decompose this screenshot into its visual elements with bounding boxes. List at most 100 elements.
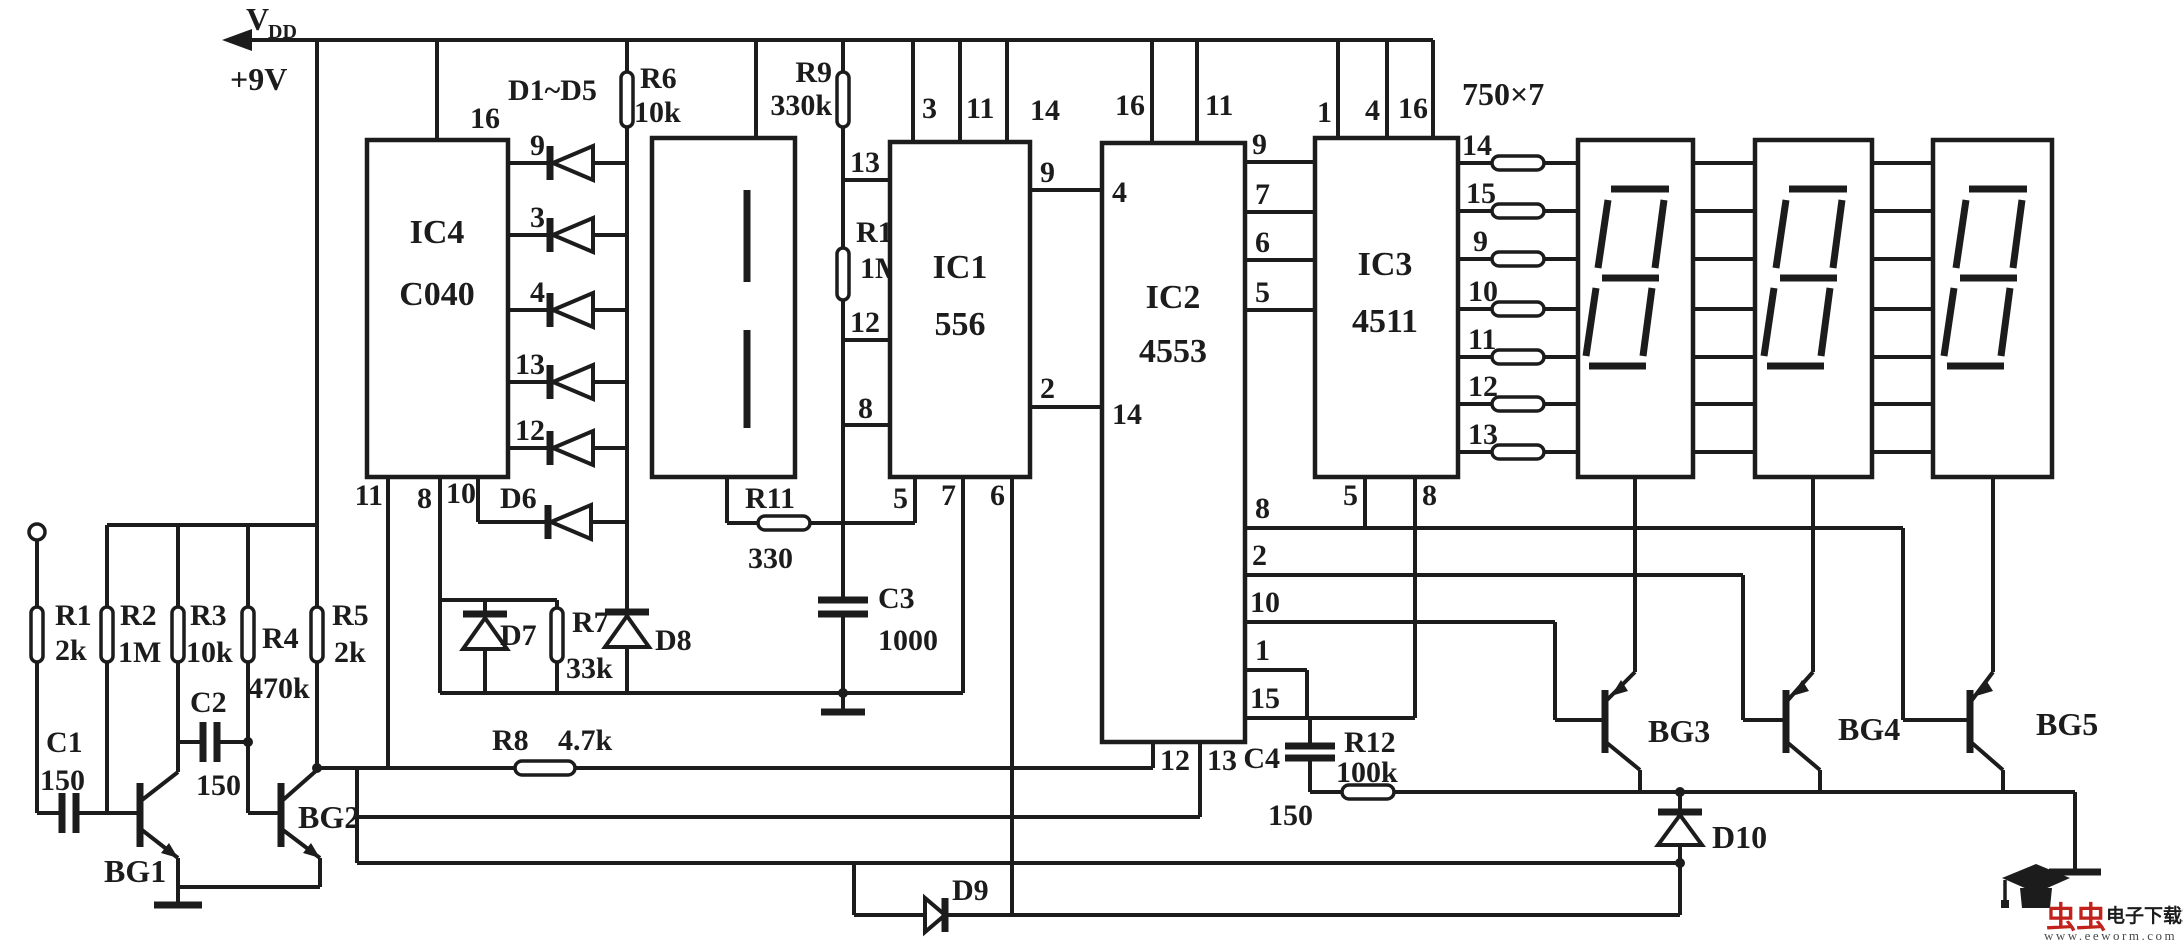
r6-ref: R6 <box>640 62 677 95</box>
resistor-r4 <box>240 605 256 664</box>
ic1-section: IC1 556 3 11 14 13 12 8 5 7 6 9 2 <box>850 40 1102 915</box>
resistor-r7 <box>549 606 565 664</box>
ic4-pin-10: 10 <box>446 477 476 510</box>
ic3-part: 4511 <box>1352 303 1418 340</box>
c2-ref: C2 <box>190 686 227 719</box>
r12-value: 100k <box>1336 756 1398 789</box>
ground-symbol-c3 <box>821 693 865 716</box>
power-rail: V DD +9V <box>222 1 1433 768</box>
capacitor-c4: C4 150 <box>1243 718 1335 832</box>
ic2-pin-15: 15 <box>1250 682 1280 715</box>
capacitor-c1 <box>58 793 80 833</box>
ic3-ref: IC3 <box>1358 246 1413 283</box>
site-name: 电子下载站 <box>2106 904 2183 927</box>
ic3-pin-8: 8 <box>1422 479 1437 512</box>
voltage-label: +9V <box>230 61 287 97</box>
ic4-chip <box>364 137 511 480</box>
resistor-r6 <box>619 70 635 129</box>
r3-value: 10k <box>186 636 233 669</box>
ic1-pin-14: 14 <box>1030 94 1060 127</box>
r1-ref: R1 <box>55 599 92 632</box>
seven-segment-displays <box>1575 137 2055 672</box>
ic1-pin-7: 7 <box>941 479 956 512</box>
r3-ref: R3 <box>190 599 227 632</box>
r8-value: 4.7k <box>558 724 613 757</box>
transistor-bg3: BG3 <box>1553 622 1710 792</box>
ic4-pin-8: 8 <box>417 482 432 515</box>
c2-value: 150 <box>196 769 241 802</box>
ic3-pin-16: 16 <box>1398 92 1428 125</box>
site-url: www.eeworm.com <box>2044 928 2177 941</box>
transistor-bg2: BG2 <box>248 768 360 887</box>
resistor-r10 <box>835 246 851 302</box>
ic1-ref: IC1 <box>933 249 988 286</box>
diode-array-d1-d5: 9 3 4 13 12 <box>508 129 627 469</box>
ic3-pin-14: 14 <box>1462 129 1492 162</box>
ground-symbol-left <box>154 887 202 909</box>
r4-value: 470k <box>248 672 310 705</box>
bg2-label: BG2 <box>298 799 360 835</box>
input-terminal <box>27 522 47 542</box>
ic4-pin16: 16 <box>470 102 500 135</box>
c3-value: 1000 <box>878 624 938 657</box>
r9-ref: R9 <box>795 56 832 89</box>
d10-label: D10 <box>1712 819 1767 855</box>
ic2-pin-4: 4 <box>1112 176 1127 209</box>
bottom-bus-network: R8 4.7k D9 <box>312 724 1682 937</box>
r9-value: 330k <box>770 89 832 122</box>
d6-label: D6 <box>500 482 537 515</box>
resistor-r9 <box>835 70 851 129</box>
ic2-pin-14: 14 <box>1112 398 1142 431</box>
ic3-chip <box>1312 135 1461 480</box>
ic3-pin-5: 5 <box>1343 479 1358 512</box>
c4-ref: C4 <box>1243 742 1280 775</box>
c1-value: 150 <box>40 764 85 797</box>
resistor-r2 <box>99 605 115 664</box>
vdd-label: V <box>246 1 269 37</box>
graduation-cap-icon <box>2001 864 2070 908</box>
ic3-pin-9: 9 <box>1473 225 1488 258</box>
ic4-pin-13: 13 <box>515 348 545 381</box>
rail-arrow-icon <box>222 29 252 51</box>
bg5-label: BG5 <box>2036 706 2098 742</box>
ic4-pin-12: 12 <box>515 414 545 447</box>
ic3-section: IC3 4511 1 4 16 750×7 14 15 9 10 11 12 1… <box>1312 40 1577 718</box>
ic1-pin-12: 12 <box>850 306 880 339</box>
ic3-pin-1: 1 <box>1317 96 1332 129</box>
vdd-sub-label: DD <box>268 21 297 43</box>
diode-d6: D6 <box>478 482 627 543</box>
ic2-pin-11: 11 <box>1205 89 1233 122</box>
ic2-ref: IC2 <box>1146 279 1201 316</box>
resistor-r1 <box>29 605 45 664</box>
ic3-pin-10: 10 <box>1468 275 1498 308</box>
ic3-pin-4: 4 <box>1365 94 1380 127</box>
diode-group-label: D1~D5 <box>508 74 597 107</box>
diode-d7 <box>459 614 511 651</box>
diode-d8 <box>601 612 653 649</box>
r1-value: 2k <box>55 634 87 667</box>
resistor-r12 <box>1340 783 1396 801</box>
digit-segments-2 <box>1760 185 1847 370</box>
bg4-label: BG4 <box>1838 711 1900 747</box>
ic3-pin-15: 15 <box>1466 177 1496 210</box>
diode-d9: D9 <box>852 863 1682 937</box>
bg1-label: BG1 <box>104 853 166 889</box>
capacitor-c3 <box>818 596 868 618</box>
digit-segments-3 <box>1940 185 2027 370</box>
c3-ref: C3 <box>878 582 915 615</box>
diode-d10: D10 <box>1654 792 1767 863</box>
r2-value: 1M <box>118 636 161 669</box>
ic2-pin-13: 13 <box>1207 744 1237 777</box>
digit-segments-1 <box>1582 185 1669 370</box>
ic2-pin-8: 8 <box>1255 492 1270 525</box>
ic2-pin-2: 2 <box>1252 539 1267 572</box>
ic3-pin-11: 11 <box>1468 323 1496 356</box>
ic4-part: C040 <box>399 276 475 313</box>
r11-ref: R11 <box>745 482 795 515</box>
resistor-r5 <box>309 605 325 664</box>
ic1-part: 556 <box>935 306 986 343</box>
transistor-bg4: BG4 <box>1741 575 1900 792</box>
ic1-pin-2: 2 <box>1040 372 1055 405</box>
ic4-pin-11: 11 <box>355 479 383 512</box>
ic2-pin-1: 1 <box>1255 634 1270 667</box>
